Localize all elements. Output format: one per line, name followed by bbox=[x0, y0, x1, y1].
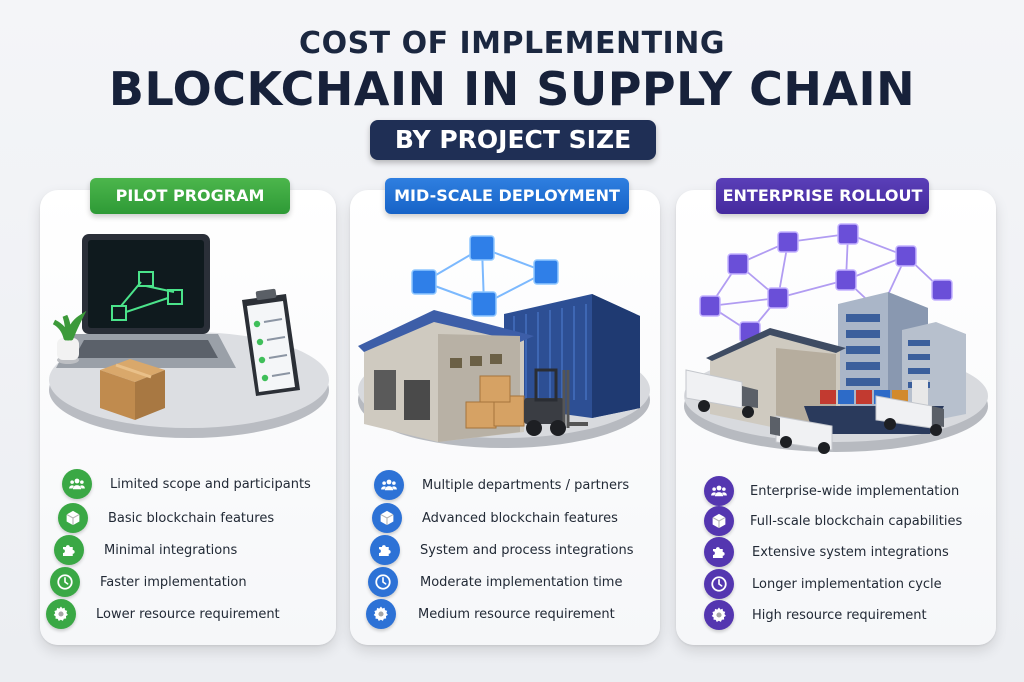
list-item: Lower resource requirement bbox=[46, 599, 280, 629]
clipboard-icon bbox=[242, 288, 300, 396]
tag-mid-scale-deployment: MID-SCALE DEPLOYMENT bbox=[385, 178, 629, 214]
feature-label: Advanced blockchain features bbox=[422, 510, 618, 526]
list-item: Moderate implementation time bbox=[368, 567, 622, 597]
warehouse-blue-icon bbox=[504, 294, 640, 418]
enterprise-illustration bbox=[680, 220, 992, 460]
puzzle-icon bbox=[704, 537, 734, 567]
list-item: Longer implementation cycle bbox=[704, 569, 942, 599]
list-item: Advanced blockchain features bbox=[372, 503, 618, 533]
feature-label: Limited scope and participants bbox=[110, 476, 311, 492]
feature-label: Moderate implementation time bbox=[420, 574, 623, 590]
forklift-icon bbox=[524, 368, 588, 436]
people-icon bbox=[62, 469, 92, 499]
pilot-illustration bbox=[44, 220, 334, 460]
feature-label: Extensive system integrations bbox=[752, 544, 949, 560]
feature-label: Full-scale blockchain capabilities bbox=[750, 513, 963, 529]
blockchain-network-icon bbox=[699, 223, 953, 343]
page-title-line1: COST OF IMPLEMENTING bbox=[299, 26, 725, 61]
truck-icon bbox=[770, 415, 833, 454]
laptop-icon bbox=[56, 234, 236, 368]
cube-icon bbox=[704, 506, 734, 536]
people-icon bbox=[374, 470, 404, 500]
clock-icon bbox=[704, 569, 734, 599]
tag-enterprise-rollout: ENTERPRISE ROLLOUT bbox=[716, 178, 929, 214]
blockchain-network-icon bbox=[411, 235, 559, 317]
mid-scale-illustration bbox=[354, 220, 656, 460]
cardboard-box-icon bbox=[100, 359, 165, 420]
truck-icon bbox=[875, 395, 944, 436]
clock-icon bbox=[368, 567, 398, 597]
list-item: Full-scale blockchain capabilities bbox=[704, 506, 962, 536]
list-item: High resource requirement bbox=[704, 600, 927, 630]
boxes-icon bbox=[465, 375, 525, 429]
list-item: Limited scope and participants bbox=[62, 469, 311, 499]
feature-label: Longer implementation cycle bbox=[752, 576, 942, 592]
feature-label: Enterprise-wide implementation bbox=[750, 483, 960, 499]
list-item: Extensive system integrations bbox=[704, 537, 949, 567]
cube-icon bbox=[372, 503, 402, 533]
feature-label: Faster implementation bbox=[100, 574, 247, 590]
list-item: System and process integrations bbox=[370, 535, 633, 565]
list-item: Enterprise-wide implementation bbox=[704, 476, 959, 506]
plant-icon bbox=[52, 310, 87, 364]
page-title-line2: BLOCKCHAIN IN SUPPLY CHAIN bbox=[108, 62, 916, 116]
clock-icon bbox=[50, 567, 80, 597]
tag-pilot-program: PILOT PROGRAM bbox=[90, 178, 290, 214]
puzzle-icon bbox=[54, 535, 84, 565]
feature-label: Minimal integrations bbox=[104, 542, 238, 558]
subtitle-badge: BY PROJECT SIZE bbox=[370, 120, 656, 160]
cube-icon bbox=[58, 503, 88, 533]
list-item: Multiple departments / partners bbox=[374, 470, 629, 500]
list-item: Basic blockchain features bbox=[58, 503, 274, 533]
feature-label: High resource requirement bbox=[752, 607, 927, 623]
feature-label: System and process integrations bbox=[420, 542, 634, 558]
gear-icon bbox=[46, 599, 76, 629]
truck-icon bbox=[685, 369, 758, 418]
people-icon bbox=[704, 476, 734, 506]
gear-icon bbox=[366, 599, 396, 629]
feature-label: Basic blockchain features bbox=[108, 510, 275, 526]
list-item: Faster implementation bbox=[50, 567, 247, 597]
list-item: Medium resource requirement bbox=[366, 599, 615, 629]
feature-label: Lower resource requirement bbox=[96, 606, 280, 622]
feature-label: Medium resource requirement bbox=[418, 606, 615, 622]
list-item: Minimal integrations bbox=[54, 535, 237, 565]
gear-icon bbox=[704, 600, 734, 630]
puzzle-icon bbox=[370, 535, 400, 565]
feature-label: Multiple departments / partners bbox=[422, 477, 630, 493]
